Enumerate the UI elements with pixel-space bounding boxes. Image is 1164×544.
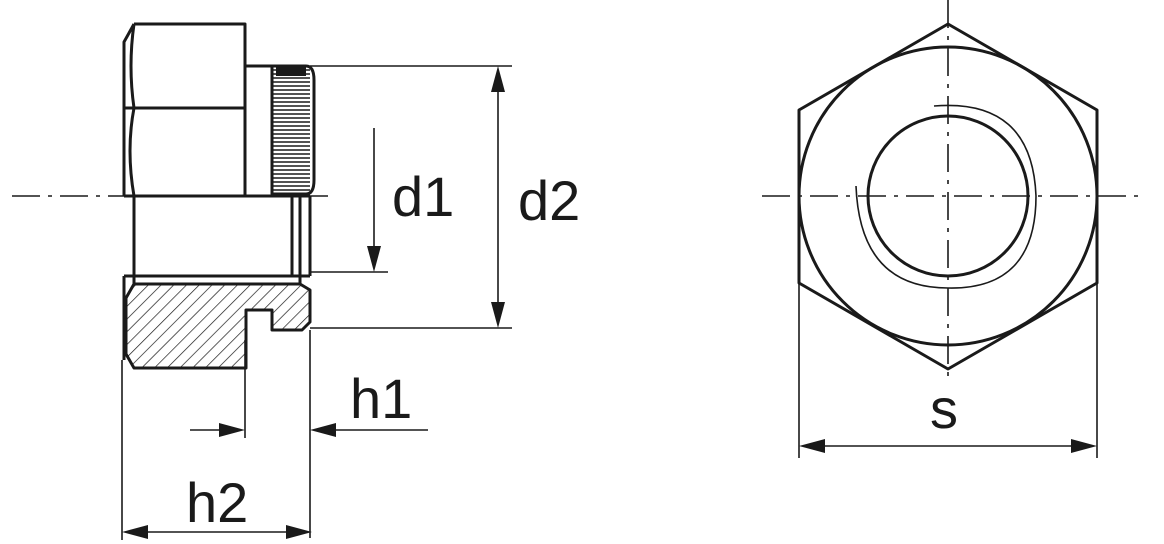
side-view: d1 d2 h1 h2 [12, 22, 580, 540]
d2-label: d2 [518, 169, 580, 232]
hex-body-upper [122, 22, 272, 197]
h2-dimension: h2 [121, 360, 312, 540]
d1-dimension: d1 [310, 128, 454, 273]
section-lower [122, 194, 312, 370]
d1-label: d1 [392, 165, 454, 228]
thread-arc [855, 104, 1037, 289]
h2-label: h2 [186, 471, 248, 534]
front-view: s [762, 0, 1140, 458]
knurl-top-band [276, 66, 306, 76]
h1-label: h1 [350, 367, 412, 430]
hatched-section [124, 282, 312, 370]
s-label: s [930, 377, 958, 440]
d2-dimension: d2 [310, 65, 580, 329]
s-dimension: s [798, 283, 1098, 458]
knurled-collar [270, 64, 316, 196]
h1-dimension: h1 [190, 330, 428, 538]
hexagon-outline [797, 22, 1099, 371]
